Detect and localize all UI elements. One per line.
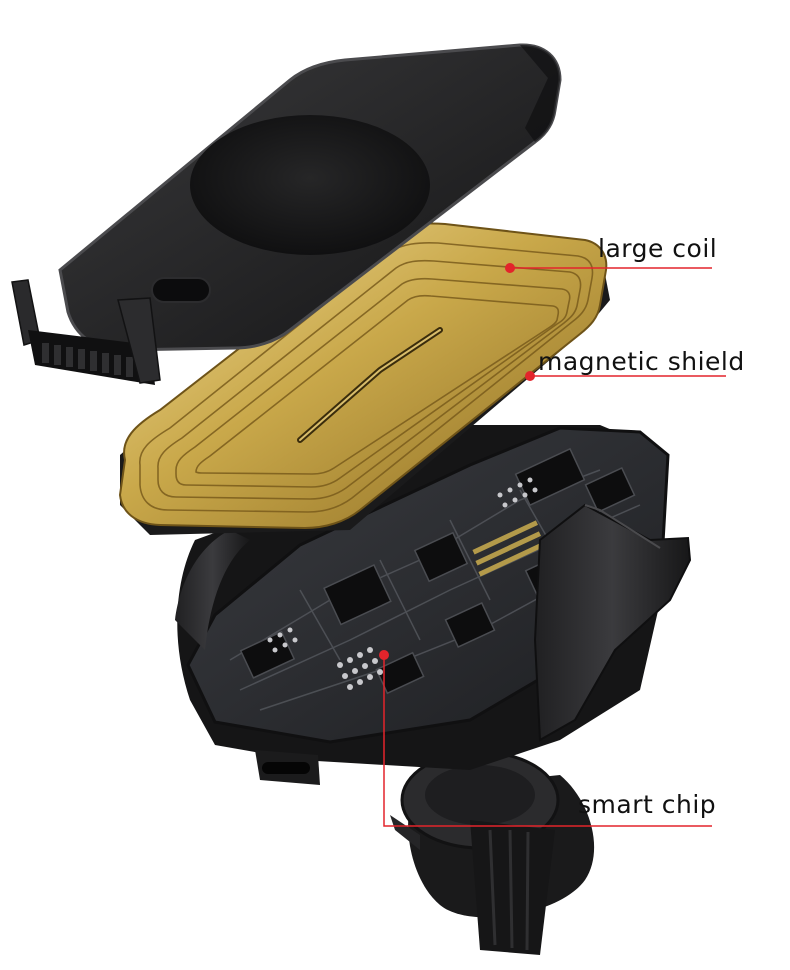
magnetic-shield-label: magnetic shield (538, 347, 745, 376)
wireless-charging-coil (118, 222, 610, 535)
magnetic-shield-leader (525, 371, 726, 381)
smart-chip-label: smart chip (578, 790, 717, 819)
large-coil-leader (505, 263, 712, 273)
leader-lines (379, 263, 726, 827)
air-vent-clip (390, 750, 595, 955)
gravity-clamp-arms (175, 503, 692, 742)
smart-chip-leader (379, 650, 712, 827)
large-coil-label: large coil (598, 234, 718, 263)
top-cover (11, 43, 562, 385)
